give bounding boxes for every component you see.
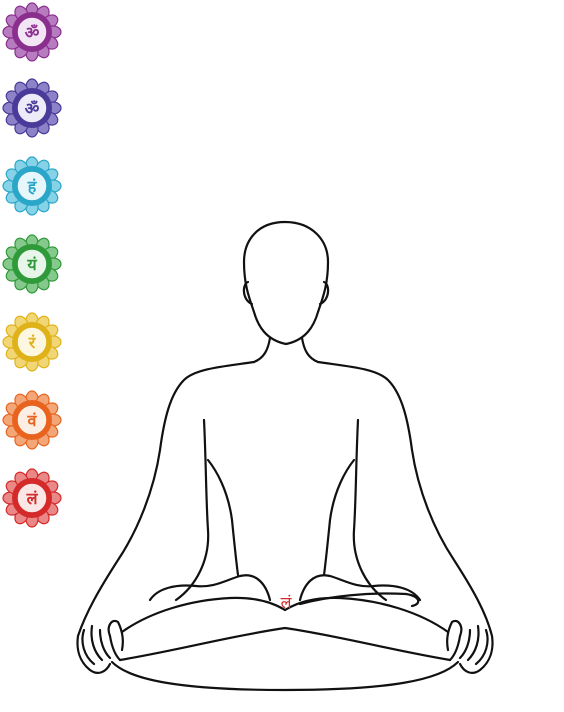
chakra-symbol-column: ॐ ॐ हं यं रं वं लं <box>0 0 64 540</box>
figure-torso-right <box>322 458 356 577</box>
figure-neck-left <box>252 336 272 364</box>
figure-leg-left-top <box>120 596 287 634</box>
chakra-root-icon[interactable]: लं <box>2 468 62 528</box>
chakra-heart-icon[interactable]: यं <box>2 234 62 294</box>
figure-head <box>242 220 330 346</box>
chakra-sacral-glyph: वं <box>27 411 38 430</box>
figure-neck-right <box>300 336 320 364</box>
chakra-crown-icon[interactable]: ॐ <box>2 2 62 62</box>
figure-torso-left <box>206 458 240 577</box>
figure-hand-left <box>81 619 124 666</box>
chakra-solar-plexus-glyph: रं <box>28 333 37 352</box>
figure-inner-arm-right <box>352 418 388 602</box>
root-chakra-marker-glyph: लं <box>281 593 293 612</box>
figure-foot-right <box>298 574 422 602</box>
figure-foot-sole-right <box>298 592 420 608</box>
chakra-solar-plexus-icon[interactable]: रं <box>2 312 62 372</box>
figure-inner-arm-left <box>174 418 210 602</box>
figure-foot-left <box>148 574 272 602</box>
figure-ear-right <box>318 280 330 306</box>
figure-shin-cross <box>118 626 452 662</box>
figure-arm-right <box>316 360 494 674</box>
chakra-third-eye-icon[interactable]: ॐ <box>2 78 62 138</box>
figure-leg-base <box>110 660 460 692</box>
chakra-sacral-icon[interactable]: वं <box>2 390 62 450</box>
chakra-throat-icon[interactable]: हं <box>2 156 62 216</box>
chakra-third-eye-glyph: ॐ <box>25 99 40 118</box>
chakra-crown-glyph: ॐ <box>25 23 40 42</box>
chakra-heart-glyph: यं <box>26 255 37 274</box>
figure-arm-left <box>76 360 256 674</box>
chakra-throat-glyph: हं <box>27 177 38 196</box>
figure-hand-right <box>446 619 489 666</box>
chakra-root-glyph: लं <box>26 489 39 508</box>
root-chakra-marker: लं <box>262 588 310 616</box>
figure-ear-left <box>242 280 254 306</box>
